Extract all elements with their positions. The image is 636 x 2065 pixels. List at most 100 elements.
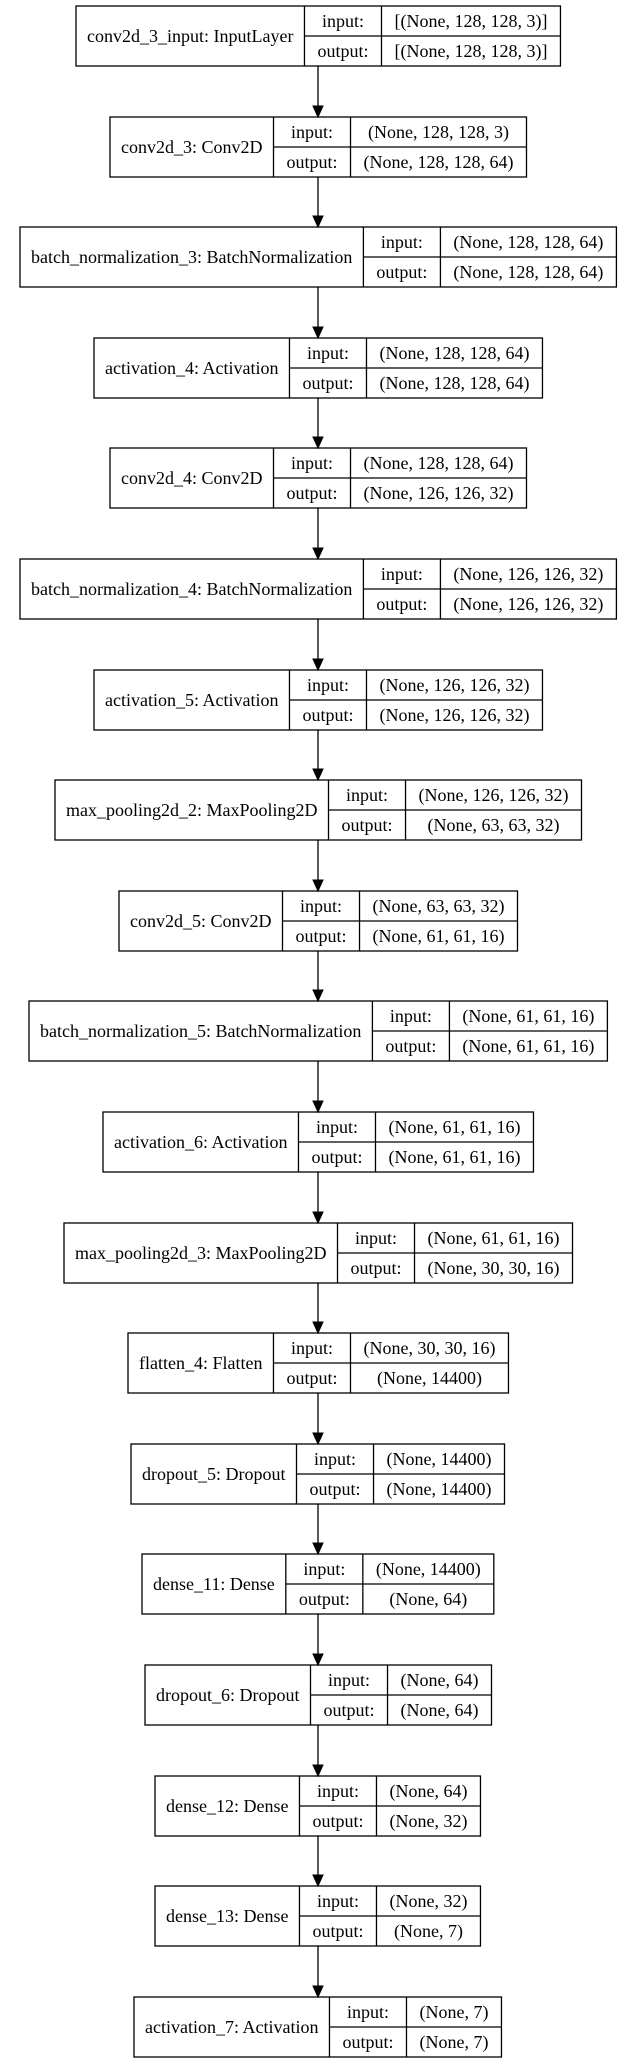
layer-node: activation_4: Activationinput:output:(No…	[93, 337, 544, 399]
output-shape: (None, 30, 30, 16)	[428, 1258, 560, 1279]
input-label: input:	[291, 453, 333, 473]
input-label: input:	[347, 2002, 389, 2022]
output-shape: (None, 63, 63, 32)	[428, 815, 560, 836]
output-label: output:	[310, 1479, 361, 1499]
output-label: output:	[385, 1036, 436, 1056]
output-label: output:	[342, 815, 393, 835]
layer-node: flatten_4: Flatten input: output: (None, 30…	[127, 1332, 510, 1394]
layer-name: activation_6: Activation	[114, 1132, 287, 1152]
input-shape: (None, 14400)	[376, 1559, 481, 1580]
arrow-head	[312, 547, 324, 561]
layer-node: batch_normalization_5: BatchNormalizatio…	[28, 1000, 609, 1062]
arrow-head	[312, 1321, 324, 1335]
input-label: input:	[322, 11, 364, 31]
layer-name: batch_normalization_3: BatchNormalizatio…	[31, 247, 352, 267]
input-label: input:	[317, 1781, 359, 1801]
connection-arrow	[312, 177, 324, 229]
layer-node: conv2d_3_input: InputLayerinput:output:[…	[75, 5, 562, 67]
layer-node: max_pooling2d_2: MaxPooling2Dinput:outpu…	[54, 779, 583, 841]
output-shape: [(None, 128, 128, 3)]	[394, 41, 547, 62]
output-shape: (None, 7)	[394, 1921, 463, 1942]
output-label: output:	[286, 1368, 337, 1388]
input-label: input:	[314, 1449, 356, 1469]
output-label: output:	[287, 483, 338, 503]
output-label: output:	[287, 152, 338, 172]
layer-name: batch_normalization_5: BatchNormalizatio…	[40, 1021, 361, 1041]
connection-arrow	[312, 1946, 324, 1999]
layer-name: conv2d_4: Conv2D	[121, 468, 263, 488]
input-label: input:	[316, 1117, 358, 1137]
output-shape: (None, 126, 126, 32)	[379, 705, 529, 726]
output-label: output:	[342, 2032, 393, 2052]
input-shape: (None, 7)	[419, 2002, 488, 2023]
input-label: input:	[303, 1559, 345, 1579]
connection-arrow	[312, 1504, 324, 1556]
layer-name: dense_13: Dense	[166, 1906, 288, 1926]
connection-arrow	[312, 730, 324, 782]
input-shape: (None, 61, 61, 16)	[428, 1228, 560, 1249]
input-shape: (None, 126, 126, 32)	[453, 564, 603, 585]
connection-arrow	[312, 840, 324, 893]
arrow-head	[312, 436, 324, 450]
input-label: input:	[307, 675, 349, 695]
input-shape: (None, 30, 30, 16)	[363, 1338, 495, 1359]
connection-arrow	[312, 287, 324, 340]
input-label: input:	[291, 1338, 333, 1358]
layer-node: batch_normalization_3: BatchNormalizatio…	[19, 226, 618, 288]
output-label: output:	[311, 1147, 362, 1167]
arrow-head	[312, 1211, 324, 1225]
layer-name: conv2d_5: Conv2D	[130, 911, 272, 931]
connection-arrow	[312, 398, 324, 450]
output-label: output:	[296, 926, 347, 946]
layer-name: dense_11: Dense	[153, 1574, 275, 1594]
input-shape: (None, 63, 63, 32)	[373, 896, 505, 917]
layer-name: max_pooling2d_3: MaxPooling2D	[75, 1243, 327, 1263]
input-shape: [(None, 128, 128, 3)]	[394, 11, 547, 32]
layer-name: activation_7: Activation	[145, 2017, 318, 2037]
arrow-head	[312, 1100, 324, 1114]
output-shape: (None, 128, 128, 64)	[364, 152, 514, 173]
layer-node: max_pooling2d_3: MaxPooling2Dinput:outpu…	[63, 1222, 574, 1284]
connection-arrow	[312, 66, 324, 119]
layer-name: dropout_6: Dropout	[156, 1685, 300, 1705]
output-label: output:	[317, 41, 368, 61]
input-shape: (None, 126, 126, 32)	[379, 675, 529, 696]
layer-name: activation_4: Activation	[105, 358, 278, 378]
output-label: output:	[376, 262, 427, 282]
output-shape: (None, 61, 61, 16)	[388, 1147, 520, 1168]
layer-name: dropout_5: Dropout	[142, 1464, 286, 1484]
output-shape: (None, 64)	[401, 1700, 479, 1721]
output-shape: (None, 61, 61, 16)	[373, 926, 505, 947]
output-shape: (None, 14400)	[387, 1479, 492, 1500]
output-shape: (None, 64)	[389, 1589, 467, 1610]
input-shape: (None, 64)	[401, 1670, 479, 1691]
layer-name: activation_5: Activation	[105, 690, 278, 710]
input-shape: (None, 61, 61, 16)	[462, 1006, 594, 1027]
layer-name: max_pooling2d_2: MaxPooling2D	[66, 800, 318, 820]
layer-name: flatten_4: Flatten	[139, 1353, 262, 1373]
connection-arrow	[312, 619, 324, 672]
output-label: output:	[302, 705, 353, 725]
input-label: input:	[381, 564, 423, 584]
arrow-head	[312, 1985, 324, 1999]
output-label: output:	[312, 1811, 363, 1831]
connection-arrow	[312, 1836, 324, 1888]
input-label: input:	[317, 1891, 359, 1911]
arrow-head	[312, 1764, 324, 1778]
layer-node: dropout_5: Dropout input: output: (None, 14…	[130, 1443, 506, 1505]
output-shape: (None, 128, 128, 64)	[453, 262, 603, 283]
connection-arrow	[312, 951, 324, 1003]
layer-name: batch_normalization_4: BatchNormalizatio…	[31, 579, 352, 599]
connection-arrow	[312, 1283, 324, 1335]
output-shape: (None, 32)	[389, 1811, 467, 1832]
layer-node: activation_7: Activation input: output: (No…	[133, 1996, 503, 2058]
output-label: output:	[324, 1700, 375, 1720]
input-shape: (None, 128, 128, 64)	[379, 343, 529, 364]
output-label: output:	[351, 1258, 402, 1278]
arrow-head	[312, 215, 324, 229]
output-shape: (None, 126, 126, 32)	[364, 483, 514, 504]
